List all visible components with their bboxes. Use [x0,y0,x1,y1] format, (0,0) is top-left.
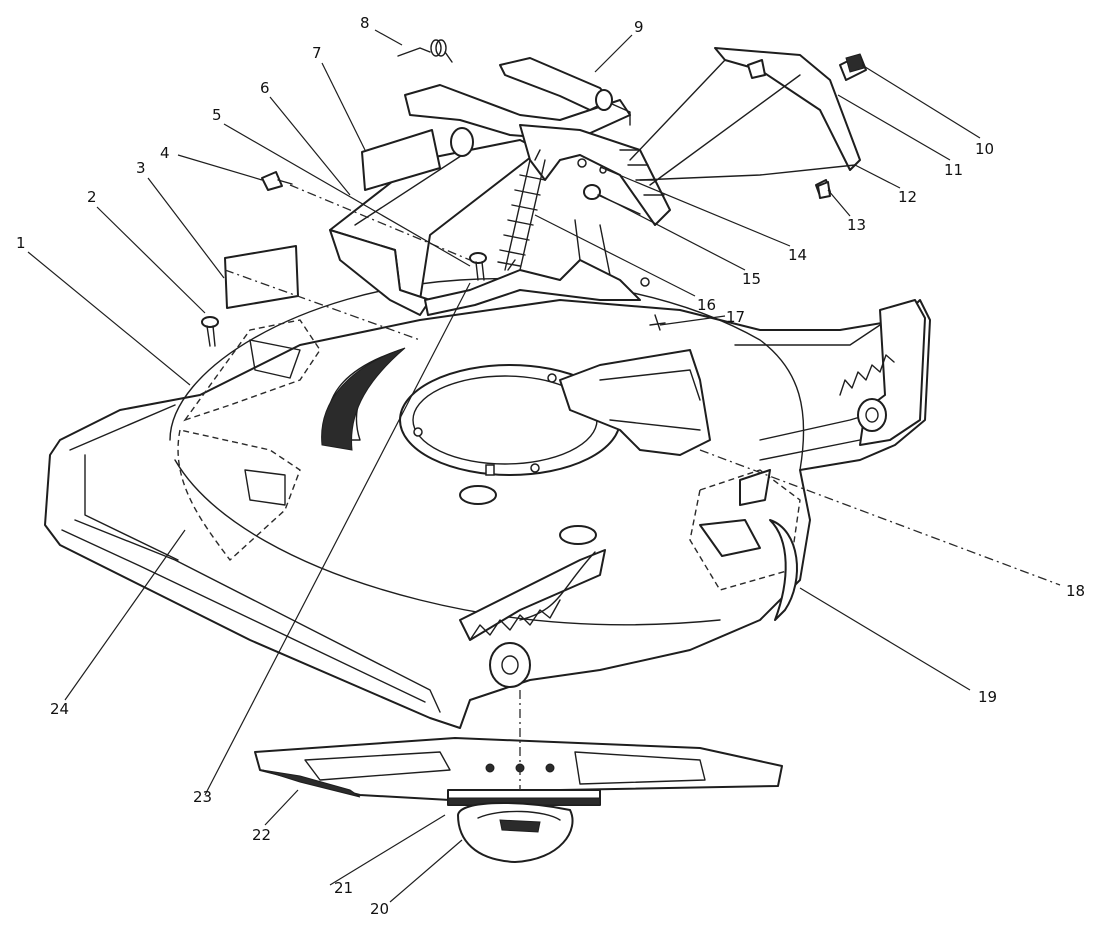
callout-6: 6 [260,79,270,97]
callout-7: 7 [312,44,322,62]
callout-3: 3 [136,159,146,177]
callout-8: 8 [360,14,370,32]
callout-19: 19 [978,688,997,706]
callout-4: 4 [160,144,170,162]
torsion-spring [397,39,453,63]
callout-leaders [27,29,981,903]
callout-14: 14 [788,246,807,264]
small-fasteners [201,171,831,347]
callout-1: 1 [16,234,26,252]
mower-blade [254,737,783,801]
height-adjust-lever [404,84,671,271]
chute-bracket [424,219,650,316]
callout-23: 23 [193,788,212,806]
callout-9: 9 [634,18,644,36]
callout-15: 15 [742,270,761,288]
rear-door-assembly [629,47,867,197]
callout-22: 22 [252,826,271,844]
callout-12: 12 [898,188,917,206]
callout-24: 24 [50,700,69,718]
pivot-rod [499,57,631,126]
callout-16: 16 [697,296,716,314]
callout-5: 5 [212,106,222,124]
mower-deck-housing [44,277,931,729]
callout-17: 17 [726,308,745,326]
callout-2: 2 [87,188,97,206]
callout-labels: 1 2 3 4 5 6 7 8 9 10 11 12 13 14 15 16 1… [16,14,1085,918]
callout-21: 21 [334,879,353,897]
callout-20: 20 [370,900,389,918]
discharge-chute [329,127,541,316]
callout-18: 18 [1066,582,1085,600]
blade-stiffener [457,802,574,863]
assembly-centerlines [224,184,1061,790]
callout-10: 10 [975,140,994,158]
callout-13: 13 [847,216,866,234]
callout-11: 11 [944,161,963,179]
